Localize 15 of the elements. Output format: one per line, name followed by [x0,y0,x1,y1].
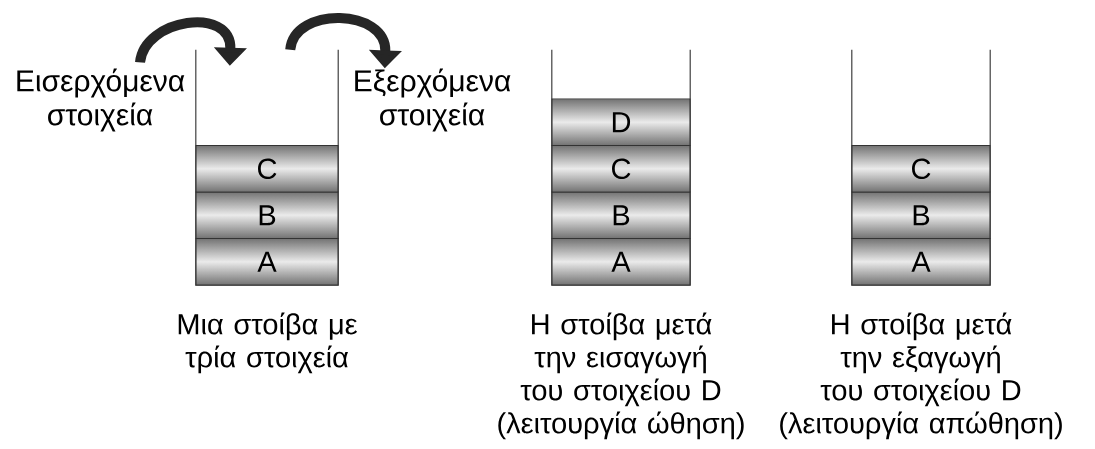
stack-block: C [195,145,339,193]
label: Εισερχόμενα στοιχεία [17,68,185,132]
stack-block: A [851,238,991,286]
label: Εξερχόμενα στοιχεία [355,68,511,132]
stack-block: C [851,145,991,193]
stack-block: B [851,191,991,239]
node-label: Μια στοίβα με τρία στοιχεία [178,312,358,374]
stack-block: B [195,191,339,239]
stack-block: A [195,238,339,286]
node-label: Η στοίβα μετά την εξαγωγή του στοιχείου D (λειτουργία απώθηση) [780,312,1062,440]
stack-block: A [551,238,691,286]
node-label: Η στοίβα μετά την εισαγωγή του στοιχείου D (λειτουργία ώθηση) [498,312,744,440]
stack-block: B [551,191,691,239]
stack-block: C [551,145,691,193]
stack-block: D [551,98,691,146]
